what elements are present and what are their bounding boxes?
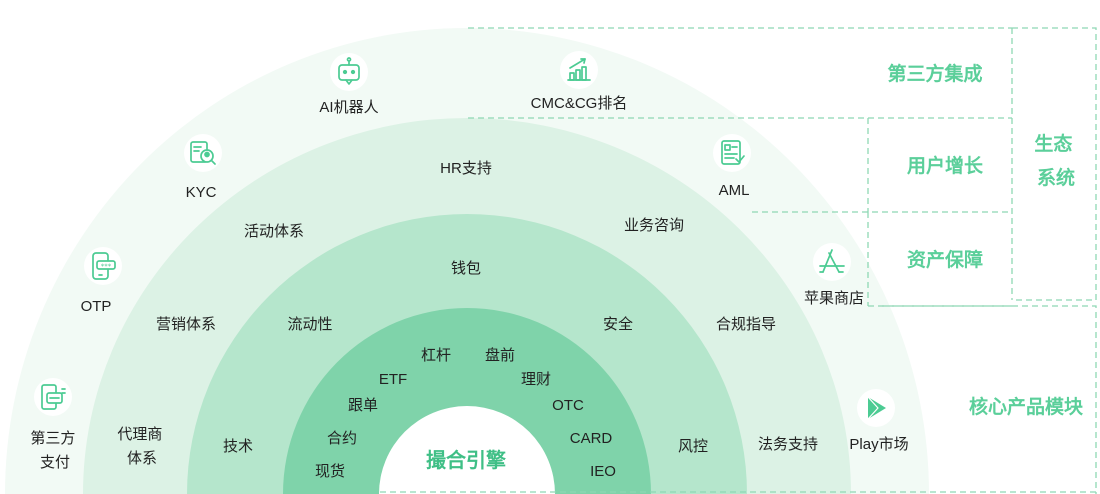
label-compliance: 合规指导	[716, 316, 776, 333]
label-ai-bot: AI机器人	[319, 99, 378, 116]
label-leverage: 杠杆	[421, 347, 451, 364]
label-agent-system: 代理商 体系	[117, 426, 166, 467]
label-technology: 技术	[223, 438, 253, 455]
ring2-labels: 钱包 流动性 安全 技术 风控	[223, 260, 708, 455]
label-spot: 现货	[315, 463, 345, 480]
ring4-labels: AI机器人 CMC&CG排名 KYC AML OTP 苹果商店 第三方 支付 P…	[30, 95, 908, 471]
legend-core-modules: 核心产品模块	[969, 395, 1084, 418]
label-play-store: Play市场	[849, 436, 908, 453]
phone-otp-icon: ***	[84, 247, 122, 285]
legend-ecosystem: 生态 系统	[1034, 132, 1077, 189]
rings	[5, 28, 929, 494]
robot-icon	[330, 53, 368, 91]
label-liquidity: 流动性	[287, 316, 332, 333]
label-business-consulting: 业务咨询	[624, 217, 684, 234]
label-premarket: 盘前	[485, 346, 515, 364]
label-earn: 理财	[521, 371, 551, 388]
label-campaigns: 活动体系	[244, 223, 304, 240]
label-copy-trading: 跟单	[348, 397, 378, 414]
frame-ecosystem	[1012, 27, 1097, 301]
label-app-store: 苹果商店	[804, 290, 864, 307]
label-otp: OTP	[81, 298, 112, 315]
payment-card-icon	[34, 378, 72, 416]
label-ieo: IEO	[590, 463, 616, 480]
legend-asset-protection: 资产保障	[907, 248, 983, 271]
frame-user-growth	[752, 118, 1012, 213]
frame-third-party	[468, 27, 1013, 300]
label-otc: OTC	[552, 397, 584, 414]
label-kyc: KYC	[186, 184, 217, 201]
id-search-icon	[184, 134, 222, 172]
label-futures: 合约	[327, 430, 357, 447]
label-cmc-ranking: CMC&CG排名	[531, 95, 628, 112]
label-legal-support: 法务支持	[758, 436, 818, 453]
label-card: CARD	[570, 430, 613, 447]
core-circle	[379, 406, 555, 494]
svg-text:***: ***	[101, 263, 112, 271]
legend-frames	[380, 27, 1097, 494]
label-wallet: 钱包	[451, 260, 481, 277]
play-store-icon	[857, 389, 895, 427]
legend-user-growth: 用户增长	[907, 154, 984, 177]
ring1-labels: 杠杆 ETF 跟单 合约 现货 盘前 理财 OTC CARD IEO	[315, 346, 616, 480]
label-risk-control: 风控	[678, 438, 708, 455]
ring-core-modules	[283, 308, 651, 494]
ring3-labels: HR支持 活动体系 业务咨询 营销体系 合规指导 代理商 体系 法务支持	[117, 160, 818, 467]
ranking-chart-icon	[560, 51, 598, 89]
label-marketing: 营销体系	[156, 316, 216, 333]
legend-third-party: 第三方集成	[887, 62, 982, 85]
label-third-party-payment: 第三方 支付	[30, 429, 79, 471]
app-store-icon	[813, 243, 851, 281]
label-hr-support: HR支持	[440, 160, 492, 177]
label-etf: ETF	[379, 371, 407, 388]
label-security: 安全	[603, 315, 633, 333]
core-matching-engine: 撮合引擎	[426, 448, 506, 472]
frame-core-modules	[380, 305, 1097, 494]
label-aml: AML	[719, 182, 750, 199]
document-check-icon	[713, 134, 751, 172]
